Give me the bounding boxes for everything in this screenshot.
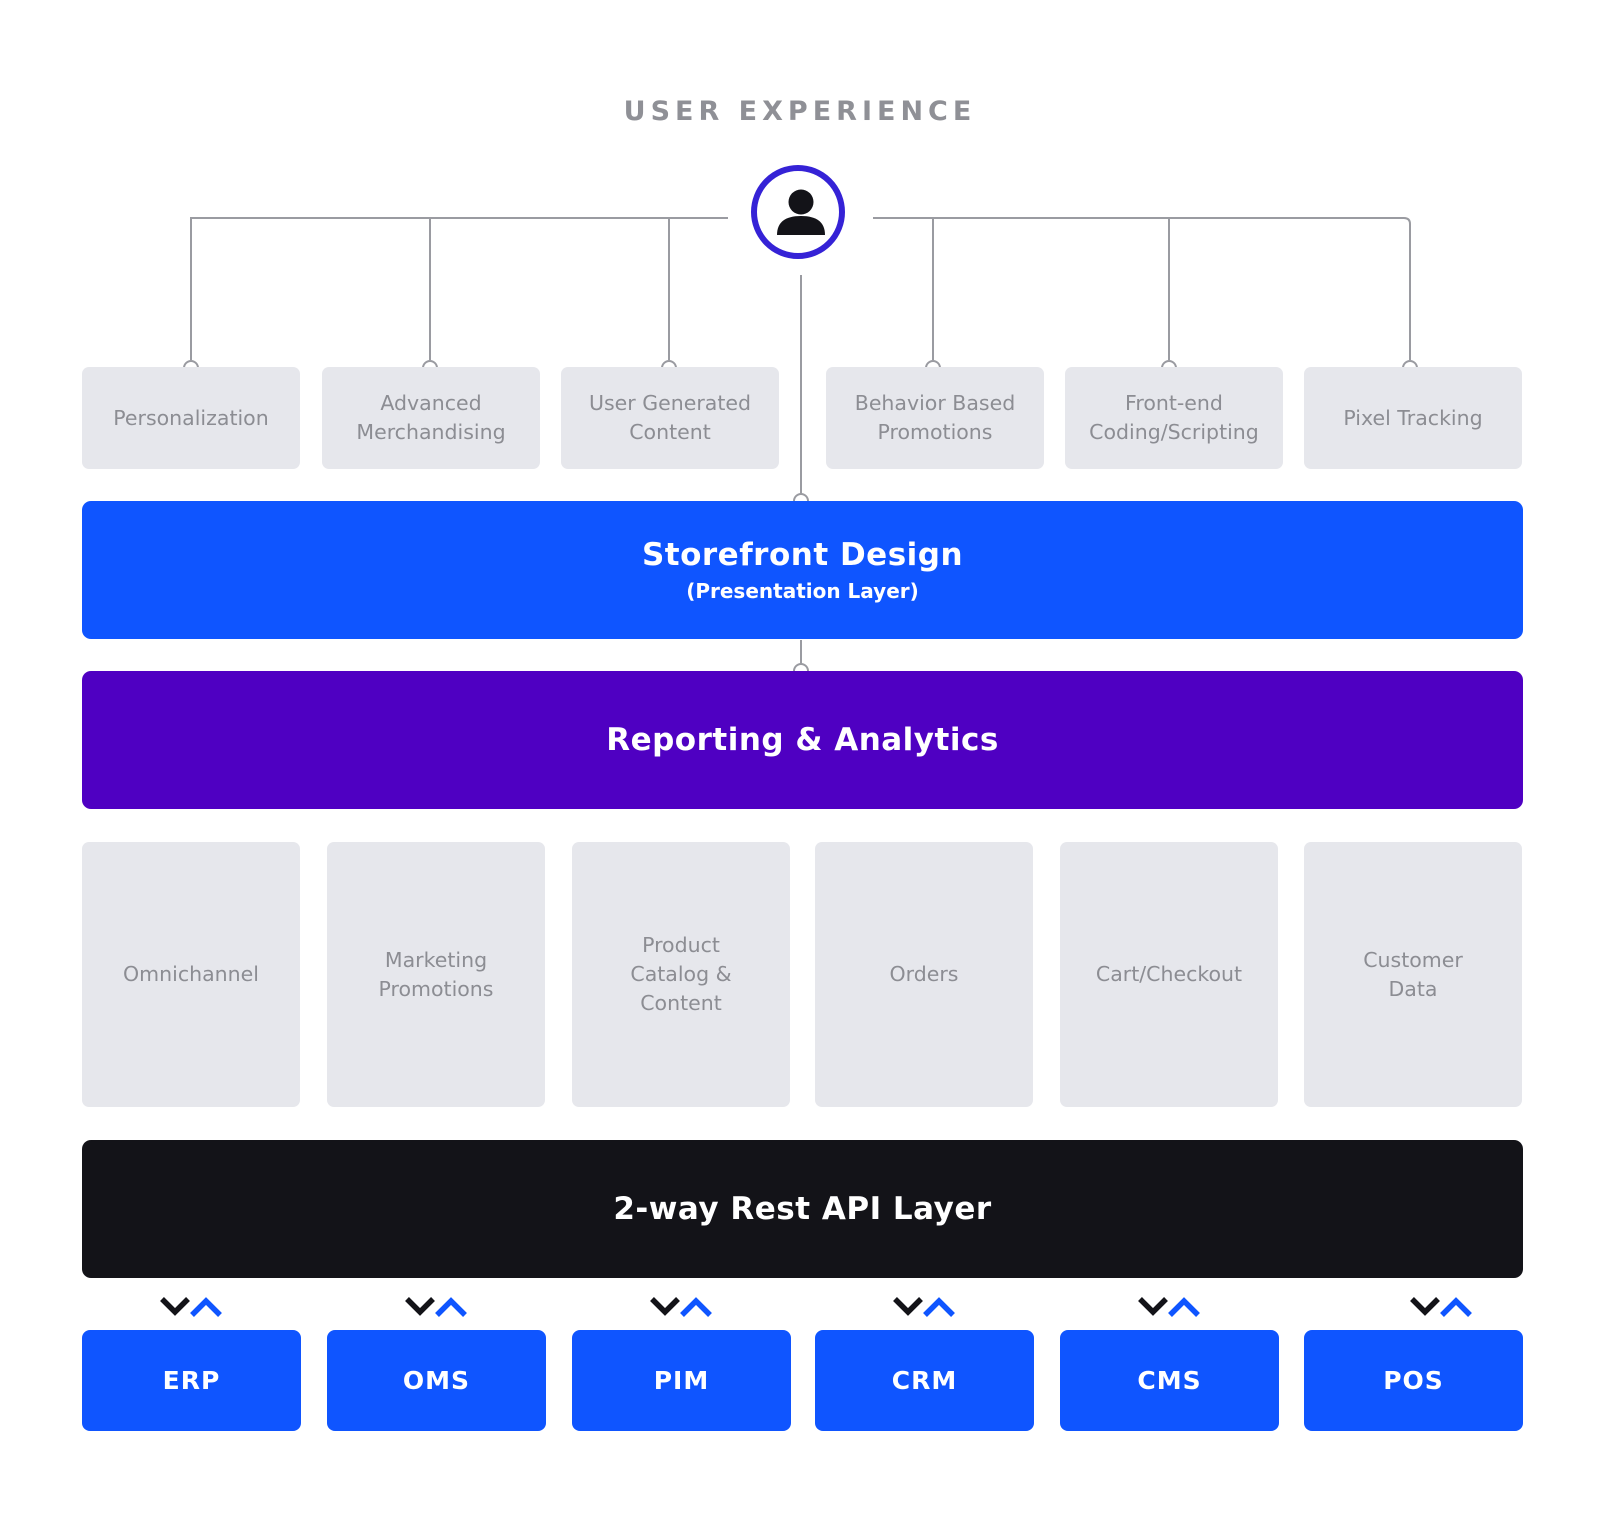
down-up-arrows-icon (160, 1297, 222, 1317)
port (793, 493, 809, 502)
port (661, 360, 677, 369)
port (925, 360, 941, 369)
connector-right-bus (873, 217, 1411, 360)
port (1402, 360, 1418, 369)
reporting-analytics-layer: Reporting & Analytics (82, 671, 1523, 809)
feature-label: Pixel Tracking (1343, 405, 1483, 430)
feature-label: Front-end Coding/Scripting (1089, 391, 1259, 444)
system-oms: OMS (327, 1330, 546, 1431)
feature-personalization: Personalization (82, 367, 300, 469)
module-label: Orders (889, 962, 959, 986)
system-label: CMS (1137, 1366, 1202, 1395)
storefront-title: Storefront Design (641, 537, 964, 573)
module-orders: Orders (815, 842, 1033, 1107)
module-marketing-promotions: Marketing Promotions (327, 842, 545, 1107)
connector-left-bus (190, 217, 728, 360)
storefront-design-layer: Storefront Design (Presentation Layer) (82, 501, 1523, 639)
system-pos: POS (1304, 1330, 1523, 1431)
rest-api-layer: 2-way Rest API Layer (82, 1140, 1523, 1278)
feature-label: User Generated Content (589, 391, 751, 444)
diagram-title: USER EXPERIENCE (623, 96, 977, 127)
port (183, 360, 199, 369)
module-customer-data: Customer Data (1304, 842, 1522, 1107)
storefront-subtitle: (Presentation Layer) (686, 579, 919, 603)
feature-label: Personalization (113, 405, 269, 430)
down-up-arrows-icon (650, 1297, 712, 1317)
module-label: Customer Data (1363, 947, 1463, 1001)
system-label: PIM (653, 1366, 710, 1395)
module-omnichannel: Omnichannel (82, 842, 300, 1107)
system-label: ERP (162, 1366, 221, 1395)
module-label: Cart/Checkout (1095, 962, 1243, 986)
system-erp: ERP (82, 1330, 301, 1431)
feature-behavior-based-promotions: Behavior Based Promotions (826, 367, 1044, 469)
system-label: CRM (891, 1366, 958, 1395)
module-label: Marketing Promotions (378, 947, 494, 1001)
down-up-arrows-icon (893, 1297, 955, 1317)
user-icon (751, 165, 845, 259)
system-pim: PIM (572, 1330, 791, 1431)
down-up-arrows-icon (1410, 1297, 1472, 1317)
system-label: POS (1383, 1366, 1444, 1395)
analytics-title: Reporting & Analytics (606, 722, 999, 758)
module-label: Product Catalog & Content (630, 933, 732, 1015)
feature-advanced-merchandising: Advanced Merchandising (322, 367, 540, 469)
module-cart-checkout: Cart/Checkout (1060, 842, 1278, 1107)
down-up-arrows-icon (405, 1297, 467, 1317)
port (793, 663, 809, 672)
feature-front-end-coding: Front-end Coding/Scripting (1065, 367, 1283, 469)
port (422, 360, 438, 369)
system-cms: CMS (1060, 1330, 1279, 1431)
feature-pixel-tracking: Pixel Tracking (1304, 367, 1522, 469)
down-up-arrows-icon (1138, 1297, 1200, 1317)
api-title: 2-way Rest API Layer (613, 1191, 992, 1227)
module-product-catalog: Product Catalog & Content (572, 842, 790, 1107)
feature-label: Advanced Merchandising (356, 391, 506, 444)
feature-user-generated-content: User Generated Content (561, 367, 779, 469)
feature-label: Behavior Based Promotions (854, 391, 1016, 444)
port (1161, 360, 1177, 369)
system-label: OMS (402, 1366, 471, 1395)
module-label: Omnichannel (123, 962, 259, 986)
system-crm: CRM (815, 1330, 1034, 1431)
